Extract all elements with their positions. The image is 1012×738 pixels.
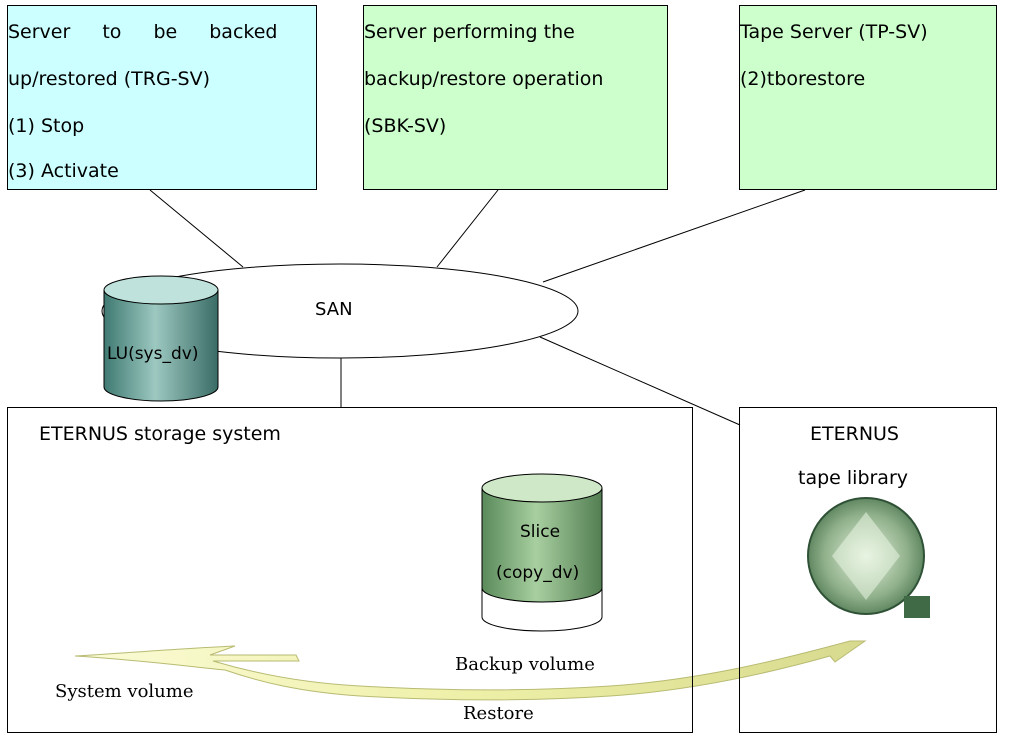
sbk-server-line1: Server performing the <box>364 21 575 43</box>
link-san-tape <box>539 336 741 426</box>
system-volume-label: LU(sys_dv) <box>107 344 199 364</box>
link-trg-san <box>149 189 244 268</box>
tape-library-line2: tape library <box>798 467 909 489</box>
trg-server-line2: up/restored (TRG-SV) <box>8 68 211 90</box>
tape-library-box: ETERNUS tape library <box>739 407 997 733</box>
sbk-server-line2: backup/restore operation <box>364 68 604 90</box>
backup-volume-caption: Backup volume <box>455 654 595 675</box>
trg-step-stop: (1) Stop <box>8 115 85 137</box>
tp-server-line1: Tape Server (TP-SV) <box>740 21 928 43</box>
restore-arrow <box>74 640 867 701</box>
backup-volume-cylinder <box>481 473 603 632</box>
slice-label-line1: Slice <box>520 522 561 542</box>
sbk-server-line3: (SBK-SV) <box>364 115 447 137</box>
slice-label-line2: (copy_dv) <box>496 563 580 583</box>
system-volume-caption: System volume <box>55 681 194 702</box>
restore-label: Restore <box>463 703 534 724</box>
link-tp-san <box>542 189 806 283</box>
trg-server-line1: Server to be backed <box>8 21 278 43</box>
tape-library-line1: ETERNUS <box>810 423 899 445</box>
tp-step-tborestore: (2)tborestore <box>740 68 866 90</box>
trg-step-activate: (3) Activate <box>8 160 119 182</box>
storage-system-title: ETERNUS storage system <box>39 423 281 445</box>
sbk-server-box: Server performing the backup/restore ope… <box>363 5 668 190</box>
tp-server-box: Tape Server (TP-SV) (2)tborestore <box>739 5 997 190</box>
storage-system-box: ETERNUS storage system <box>7 407 693 733</box>
system-volume-cylinder <box>103 275 219 402</box>
san-ellipse <box>101 263 579 359</box>
link-sbk-san <box>436 189 499 268</box>
tape-reel-icon <box>807 497 930 618</box>
trg-server-box: Server to be backed up/restored (TRG-SV)… <box>7 5 317 190</box>
san-label: SAN <box>315 299 353 320</box>
